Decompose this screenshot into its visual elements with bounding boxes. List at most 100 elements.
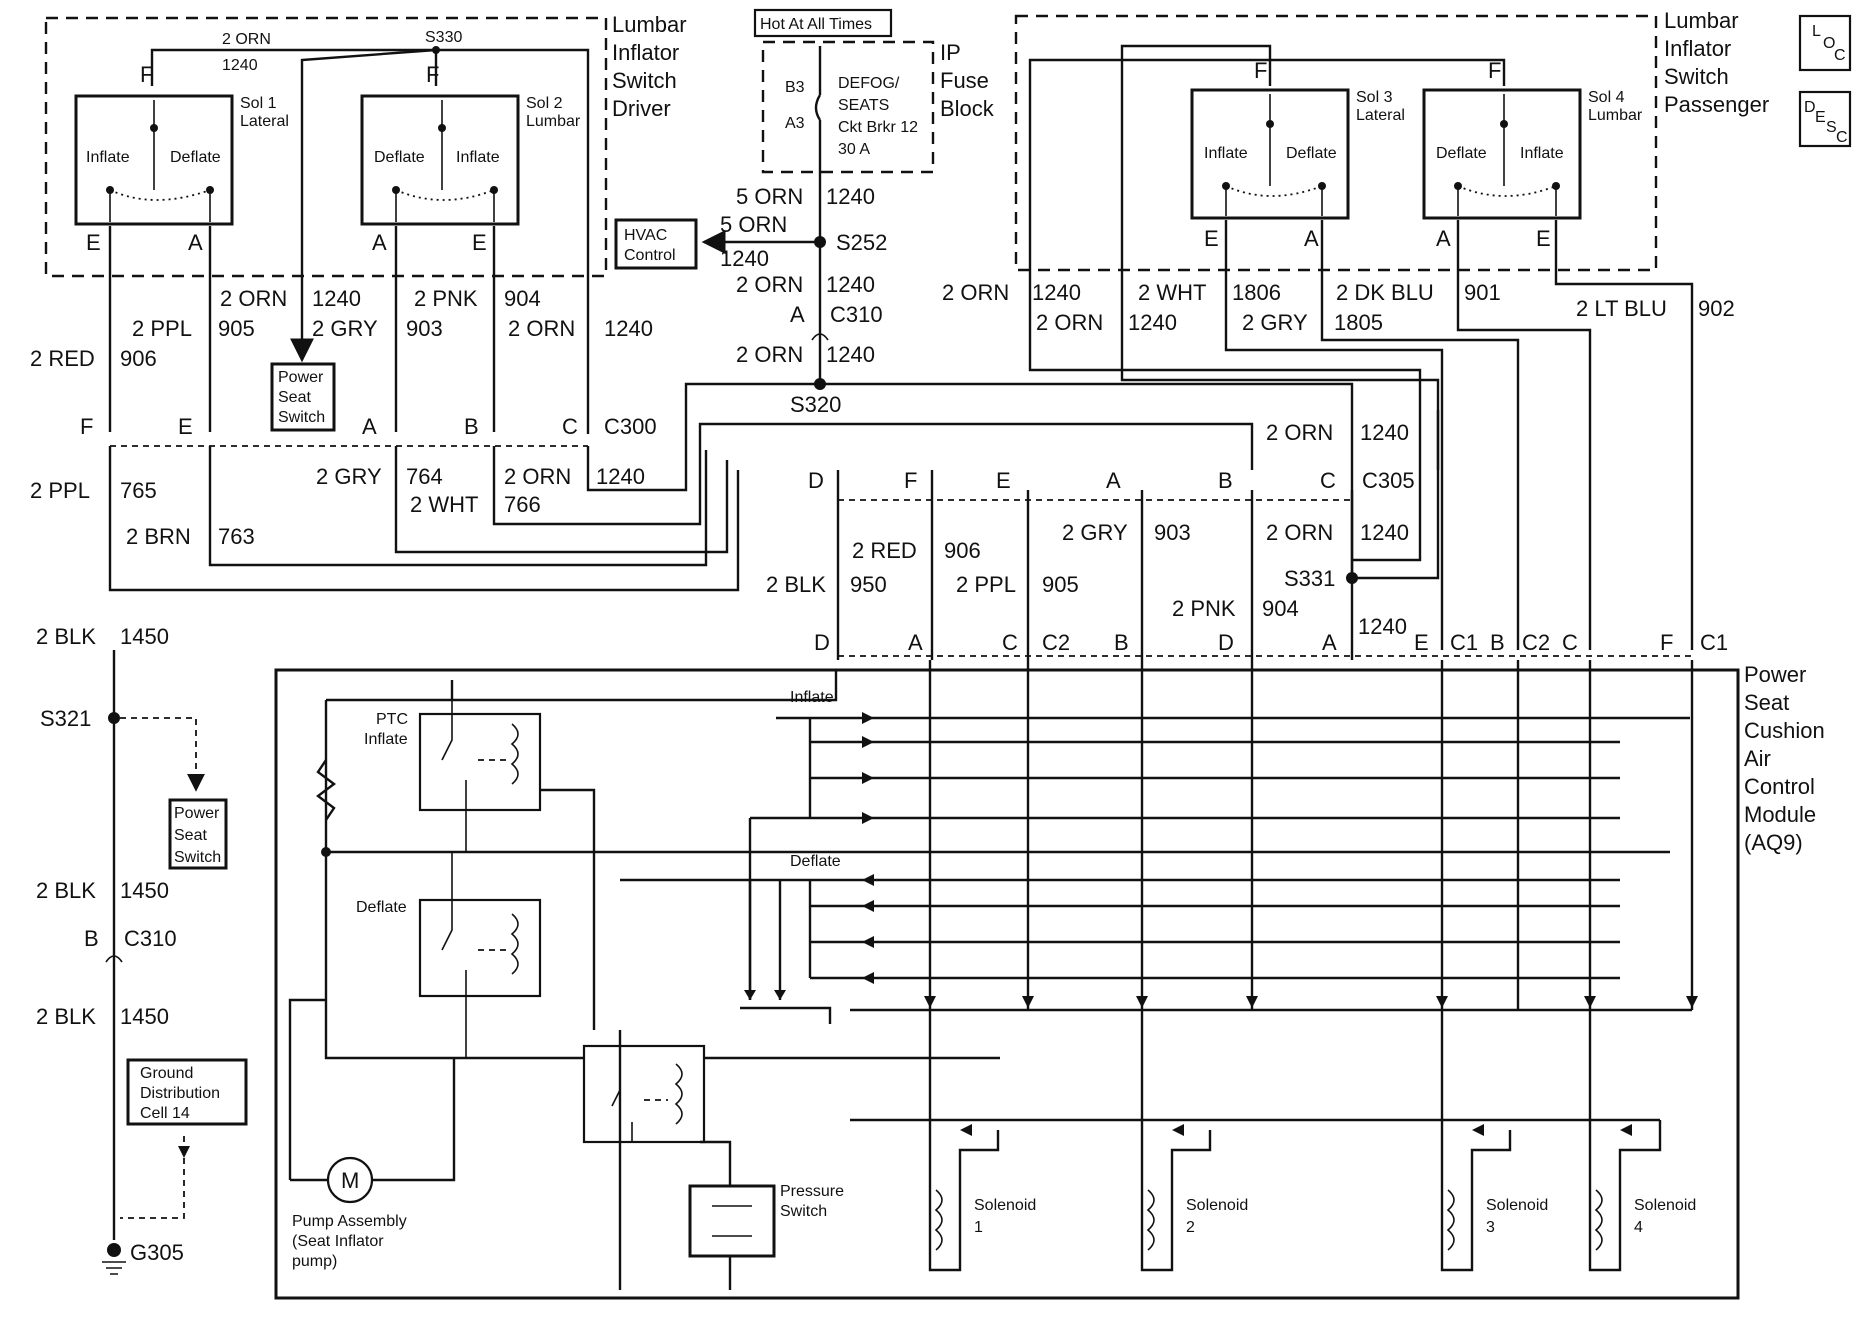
label-pins-B: B: [1490, 630, 1505, 655]
label-wires-n901: 901: [1464, 280, 1501, 305]
label-driver_switch-deflate: Deflate: [374, 149, 425, 166]
label-wires-n1450: 1450: [120, 624, 169, 649]
label-module-title-5: Module: [1744, 802, 1816, 827]
label-driver_switch-inflate: Inflate: [86, 149, 130, 166]
label-module-motor: M: [341, 1168, 359, 1193]
ip-fuse-block-outline: [761, 40, 935, 174]
label-wires-n903: 903: [406, 316, 443, 341]
label-passenger_switch-sol3-1: Lateral: [1356, 107, 1405, 124]
label-wires-red2: 2 RED: [852, 538, 917, 563]
legend-loc-icon[interactable]: L O C: [1798, 14, 1852, 72]
label-driver_switch-top_num: 1240: [222, 57, 258, 74]
hvac-control-box[interactable]: HVAC Control: [614, 218, 698, 270]
label-wires-n904: 904: [504, 286, 541, 311]
label-legend-loc-1: O: [1823, 35, 1835, 52]
label-passenger_switch-sol4-0: Sol 4: [1588, 89, 1625, 106]
label-pins-F: F: [1488, 58, 1501, 83]
sol3-lateral-switch[interactable]: Sol 3 Lateral Inflate Deflate: [1190, 88, 1405, 220]
label-pins-A: A: [908, 630, 923, 655]
label-pins-F: F: [140, 62, 153, 87]
sol1-lateral-switch[interactable]: Sol 1 Lateral Inflate Deflate: [74, 94, 289, 226]
label-module-ptc-1: Inflate: [364, 731, 408, 748]
label-driver_switch-title-2: Switch: [612, 68, 677, 93]
label-legend-loc-0: L: [1812, 23, 1821, 40]
label-wires-orn5: 5 ORN: [720, 212, 787, 237]
label-fuse-desc-3: 30 A: [838, 141, 870, 158]
label-wires-blk2: 2 BLK: [766, 572, 826, 597]
label-ground_cell-0: Ground: [140, 1065, 193, 1082]
label-wires-gry2: 2 GRY: [1242, 310, 1308, 335]
sol2-lumbar-switch[interactable]: Sol 2 Lumbar Deflate Inflate: [360, 94, 581, 226]
sol4-lumbar-switch[interactable]: Sol 4 Lumbar Deflate Inflate: [1422, 88, 1643, 220]
label-hvac-0: HVAC: [624, 227, 667, 244]
label-pins-E: E: [472, 230, 487, 255]
label-module-pressure-0: Pressure: [780, 1183, 844, 1200]
label-wires-blk2: 2 BLK: [36, 1004, 96, 1029]
label-module-inflate_bus: Inflate: [790, 689, 834, 706]
label-pins-E: E: [1204, 226, 1219, 251]
label-pins-E: E: [996, 468, 1011, 493]
legend-desc-icon[interactable]: D E S C: [1798, 90, 1852, 148]
label-module-title-3: Air: [1744, 746, 1771, 771]
label-wires-n1240: 1240: [1128, 310, 1177, 335]
label-fuse-block-2: Block: [940, 96, 995, 121]
label-wires-n1805: 1805: [1334, 310, 1383, 335]
label-pins-A: A: [1106, 468, 1121, 493]
label-wires-orn2: 2 ORN: [1266, 520, 1333, 545]
label-passenger_switch-sol4-1: Lumbar: [1588, 107, 1643, 124]
label-driver_switch-inflate: Inflate: [456, 149, 500, 166]
label-power_seat_switch-1: Seat: [174, 827, 207, 844]
label-driver_switch-title-1: Inflator: [612, 40, 679, 65]
solenoid-4: Solenoid 4: [1588, 1010, 1696, 1272]
label-wires-n1806: 1806: [1232, 280, 1281, 305]
label-wires-n904: 904: [1262, 596, 1299, 621]
label-wires-n1240: 1240: [1032, 280, 1081, 305]
label-module-pump-1: (Seat Inflator: [292, 1233, 384, 1250]
deflate-diodes: [862, 874, 874, 984]
label-fuse-pin_a3: A3: [785, 115, 805, 132]
label-module-ptc-0: PTC: [376, 711, 408, 728]
s321-splice: [108, 712, 120, 724]
label-module-solenoid: Solenoid: [1186, 1197, 1248, 1214]
label-legend-desc-3: C: [1836, 129, 1848, 146]
label-wires-n1240: 1240: [604, 316, 653, 341]
label-wires-n766: 766: [504, 492, 541, 517]
label-module-title-1: Seat: [1744, 690, 1789, 715]
label-ground_cell-2: Cell 14: [140, 1105, 190, 1122]
air-control-module-outline: [274, 668, 1740, 1300]
label-splices-c300: C300: [604, 414, 657, 439]
ip-fuse-block-title: IP Fuse Block: [940, 40, 995, 121]
label-legend-desc-2: S: [1826, 119, 1837, 136]
air-control-module-title: Power Seat Cushion Air Control Module (A…: [1744, 662, 1825, 855]
ground-distribution-cell[interactable]: Ground Distribution Cell 14: [126, 1058, 248, 1126]
label-pins-A: A: [1304, 226, 1319, 251]
label-wires-n1240: 1240: [826, 272, 875, 297]
label-splices-c2: C2: [1522, 630, 1550, 655]
hot-at-all-times-label: Hot At All Times: [753, 8, 893, 38]
label-wires-orn2: 2 ORN: [736, 272, 803, 297]
label-pins-F: F: [426, 62, 439, 87]
label-power_seat_switch-0: Power: [278, 369, 324, 386]
label-module-pump-2: pump): [292, 1253, 337, 1270]
label-module-title-0: Power: [1744, 662, 1806, 687]
label-pins-F: F: [80, 414, 93, 439]
label-pins-A: A: [362, 414, 377, 439]
label-wires-orn2: 2 ORN: [508, 316, 575, 341]
inflate-control-relay: [582, 1044, 706, 1144]
label-wires-orn2: 2 ORN: [1036, 310, 1103, 335]
label-passenger_switch-title-2: Switch: [1664, 64, 1729, 89]
label-wires-gry2: 2 GRY: [316, 464, 382, 489]
inflate-diodes: [862, 712, 874, 824]
ptc-inflate-relay: PTC Inflate: [364, 700, 542, 852]
label-wires-n1450: 1450: [120, 878, 169, 903]
solenoid-1: Solenoid 1: [928, 1010, 1036, 1272]
label-pins-F: F: [904, 468, 917, 493]
label-module-sol_nums-1: 2: [1186, 1219, 1195, 1236]
label-passenger_switch-title-0: Lumbar: [1664, 8, 1739, 33]
power-seat-switch-upper[interactable]: Power Seat Switch: [270, 362, 336, 432]
power-seat-switch-lower[interactable]: Power Seat Switch: [168, 798, 228, 870]
label-driver_switch-top_wire: 2 ORN: [222, 31, 271, 48]
pressure-switch-icon: Pressure Switch: [688, 1183, 844, 1258]
